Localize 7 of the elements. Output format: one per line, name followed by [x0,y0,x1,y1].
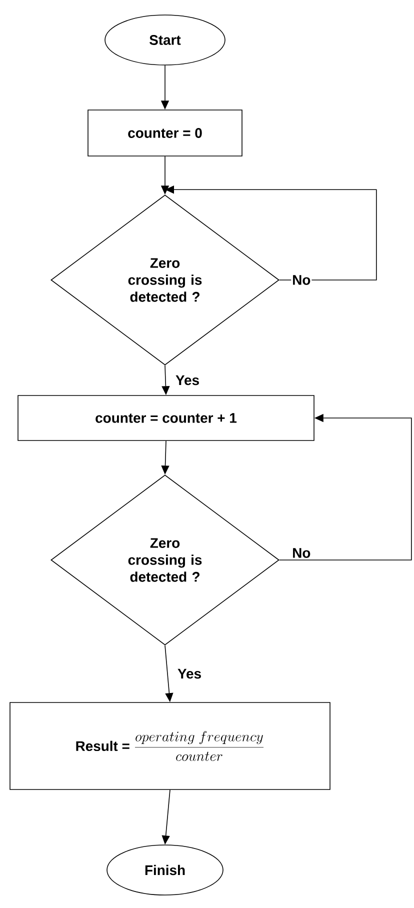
process-box: Result = $\frac{operating\ frequency}{counter}$ [10,702,330,790]
process-box: counter = counter + 1 [18,395,314,441]
edge-label: Yes [174,374,201,386]
edge-label: No [291,274,312,286]
process-box: counter = 0 [88,110,242,156]
edge-label: Yes [176,668,203,680]
edge-label: No [291,547,312,559]
